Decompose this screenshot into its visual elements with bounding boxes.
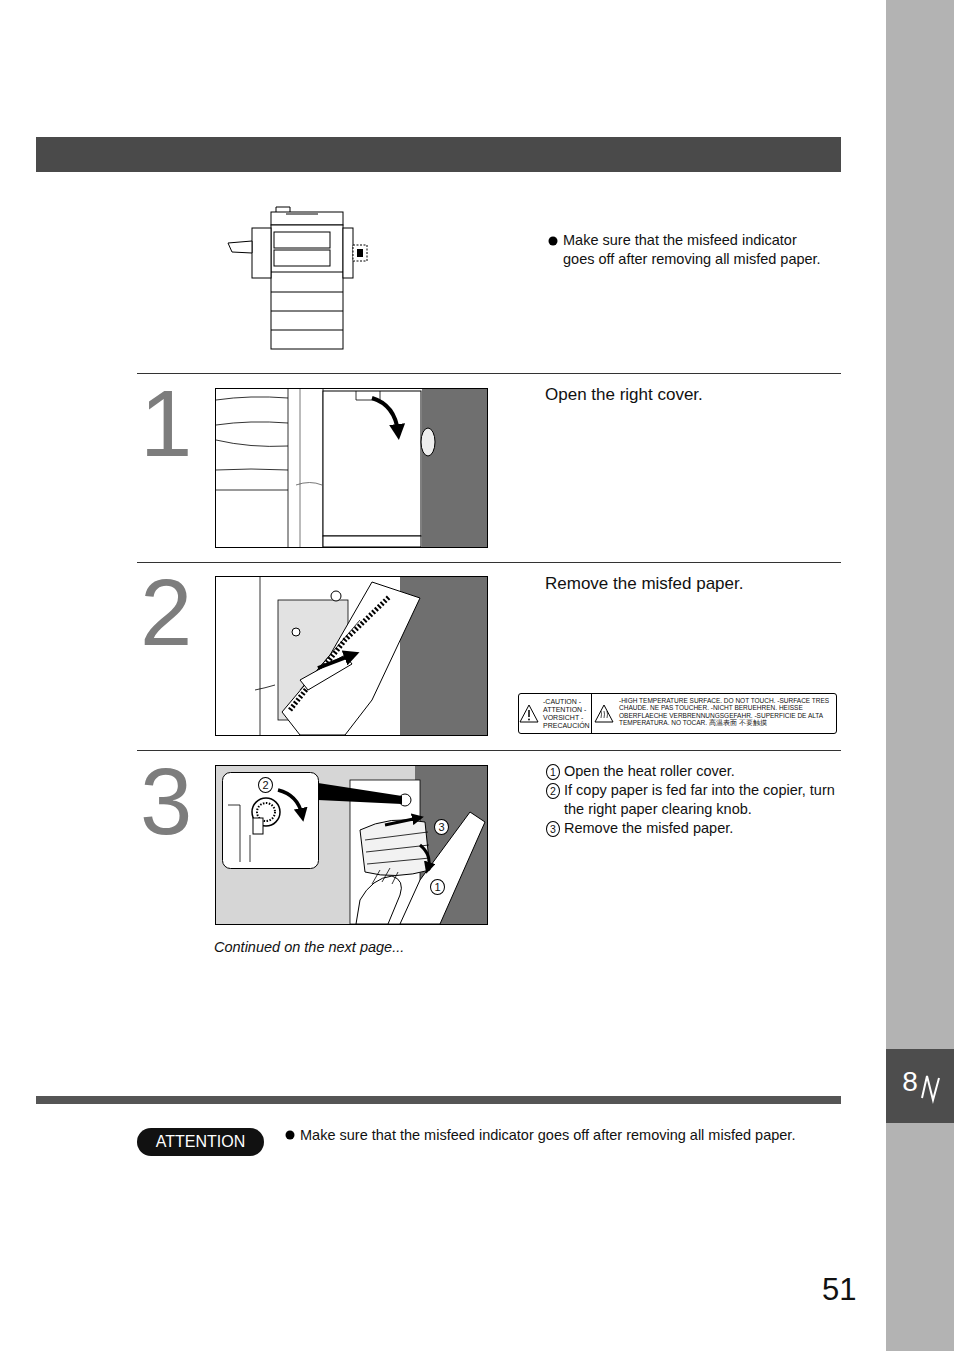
callout-number-text: 2	[262, 780, 268, 791]
sub-step: Open the heat roller cover.	[564, 762, 839, 781]
continued-note: Continued on the next page...	[214, 938, 404, 957]
step-instruction: Open the right cover.	[545, 384, 835, 405]
footer-bar	[36, 1096, 841, 1104]
warning-text: -HIGH TEMPERATURE SURFACE. DO NOT TOUCH.…	[619, 697, 833, 727]
callout-number: 2	[258, 777, 273, 793]
caution-label: -CAUTION -ATTENTION -VORSICHT -PRECAUCIÓ…	[518, 693, 837, 734]
callout-number: 3	[434, 819, 449, 835]
step2-illustration	[216, 577, 488, 736]
separator	[137, 562, 841, 563]
bullet	[286, 1131, 295, 1140]
header-bar	[36, 137, 841, 172]
note: Make sure that the misfeed indicator goe…	[563, 231, 825, 269]
step-number: 1	[140, 377, 192, 471]
step1-illustration	[216, 389, 488, 548]
separator	[137, 750, 841, 751]
circled-number: 3	[546, 821, 560, 837]
chapter-tab	[886, 1049, 954, 1123]
page-number: 51	[822, 1273, 856, 1307]
caution-words: -CAUTION -ATTENTION -VORSICHT -PRECAUCIÓ…	[543, 698, 593, 730]
circled-number-text: 3	[550, 824, 556, 835]
sub-step: If copy paper is fed far into the copier…	[564, 781, 839, 819]
attention-badge: ATTENTION	[137, 1128, 264, 1156]
step-number: 3	[140, 755, 192, 849]
caution-symbols	[520, 694, 613, 733]
tab-symbol	[922, 1076, 939, 1100]
separator	[137, 373, 841, 374]
sub-step: Remove the misfed paper.	[564, 819, 839, 838]
callout-number-text: 1	[434, 882, 440, 893]
attention-badge-text: ATTENTION	[156, 1134, 245, 1150]
step-number: 2	[140, 566, 192, 660]
circled-number-text: 1	[550, 767, 556, 778]
copier-overview	[228, 207, 367, 349]
callout-number: 1	[430, 879, 445, 895]
chapter-number: 8	[897, 1062, 923, 1102]
circled-number: 2	[546, 783, 560, 799]
chapter-number-text: 8	[902, 1068, 918, 1096]
bullet	[549, 237, 558, 246]
circled-number-text: 2	[550, 786, 556, 797]
circled-number: 1	[546, 764, 560, 780]
step-instruction: Remove the misfed paper.	[545, 573, 835, 594]
callout-number-text: 3	[438, 822, 444, 833]
attention-note: Make sure that the misfeed indicator goe…	[300, 1126, 795, 1145]
step3-illustration	[216, 766, 488, 925]
side-strip	[886, 0, 954, 1351]
